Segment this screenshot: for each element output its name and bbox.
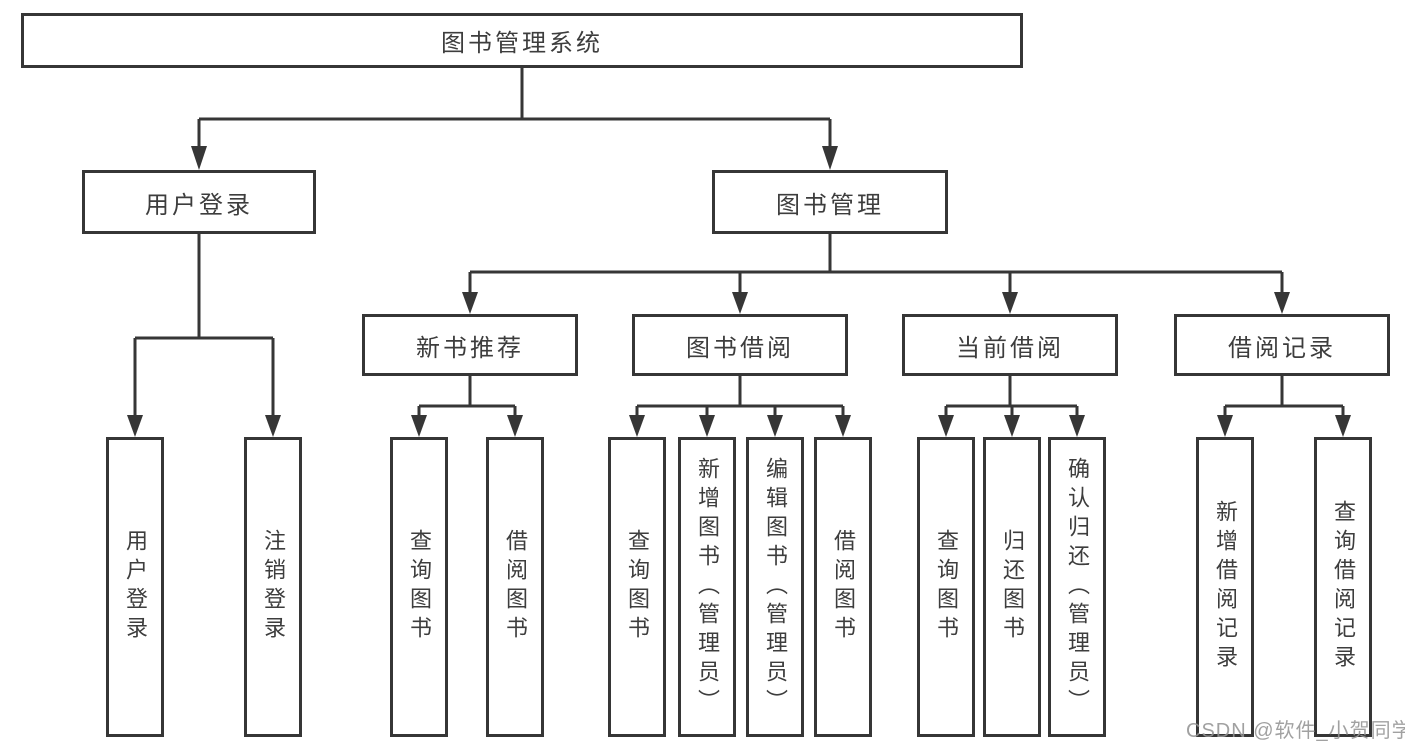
node-book-borrow: 图书借阅 — [632, 314, 848, 376]
node-root: 图书管理系统 — [21, 13, 1023, 68]
leaf-logout-label: 注销登录 — [261, 529, 286, 645]
leaf-borrow-books: 借阅图书 — [814, 437, 872, 737]
arrowheads — [127, 146, 1351, 437]
leaf-query-books-current: 查询图书 — [917, 437, 975, 737]
leaf-borrow-books-recommend: 借阅图书 — [486, 437, 544, 737]
node-current-borrow: 当前借阅 — [902, 314, 1118, 376]
leaf-user-login: 用户登录 — [106, 437, 164, 737]
leaf-edit-books-admin-label: 编辑图书（管理员） — [763, 456, 788, 718]
leaf-return-books: 归还图书 — [983, 437, 1041, 737]
node-new-book-recommend: 新书推荐 — [362, 314, 578, 376]
leaf-query-books-recommend-label: 查询图书 — [407, 529, 432, 645]
leaf-confirm-return-admin: 确认归还（管理员） — [1048, 437, 1106, 737]
leaf-query-borrow-record: 查询借阅记录 — [1314, 437, 1372, 737]
leaf-user-login-label: 用户登录 — [123, 529, 148, 645]
leaf-add-borrow-record-label: 新增借阅记录 — [1213, 500, 1238, 674]
node-borrow-records: 借阅记录 — [1174, 314, 1390, 376]
leaf-query-books-borrow-label: 查询图书 — [625, 529, 650, 645]
leaf-query-books-borrow: 查询图书 — [608, 437, 666, 737]
leaf-add-borrow-record: 新增借阅记录 — [1196, 437, 1254, 737]
node-book-management: 图书管理 — [712, 170, 948, 234]
leaf-borrow-books-label: 借阅图书 — [831, 529, 856, 645]
leaf-add-books-admin: 新增图书（管理员） — [678, 437, 736, 737]
watermark: CSDN @软件_小贺同学 — [1186, 720, 1405, 742]
leaf-edit-books-admin: 编辑图书（管理员） — [746, 437, 804, 737]
leaf-add-books-admin-label: 新增图书（管理员） — [695, 456, 720, 718]
leaf-borrow-books-recommend-label: 借阅图书 — [503, 529, 528, 645]
leaf-query-borrow-record-label: 查询借阅记录 — [1331, 500, 1356, 674]
leaf-query-books-recommend: 查询图书 — [390, 437, 448, 737]
leaf-logout: 注销登录 — [244, 437, 302, 737]
leaf-query-books-current-label: 查询图书 — [934, 529, 959, 645]
node-user-login: 用户登录 — [82, 170, 316, 234]
leaf-confirm-return-admin-label: 确认归还（管理员） — [1065, 456, 1090, 718]
leaf-return-books-label: 归还图书 — [1000, 529, 1025, 645]
